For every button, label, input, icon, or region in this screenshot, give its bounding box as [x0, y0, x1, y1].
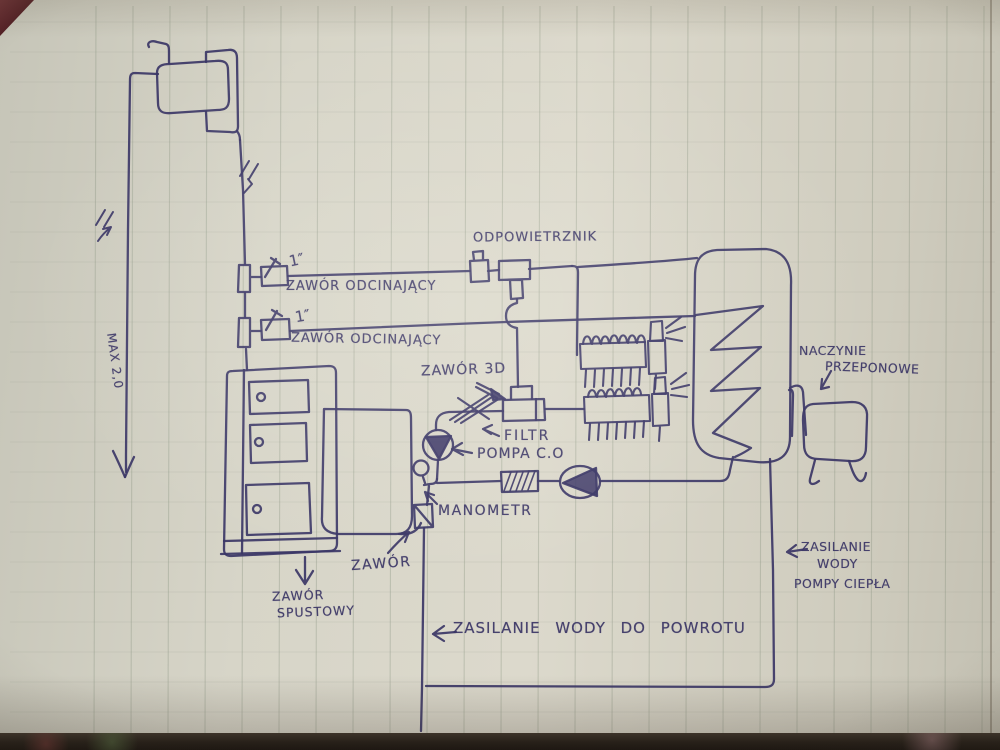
label-zawor-3d: ZAWÓR 3D — [420, 360, 507, 380]
inch-ditto-marks-left — [95, 209, 114, 242]
arrow-to-valve — [386, 530, 411, 555]
label-naczynie-line1: NACZYNIE — [799, 343, 867, 358]
shutoff-valve-lower — [259, 308, 292, 342]
label-zasilanie-pc-line3: POMPY CIEPŁA — [794, 576, 891, 591]
label-pompa-co: POMPA C.O — [477, 446, 565, 462]
vent-valve-symbol — [468, 249, 491, 284]
shutoff-valve-upper — [259, 256, 290, 288]
pressure-gauge-symbol — [412, 459, 439, 487]
return-line — [435, 455, 735, 500]
label-zasilanie-powrot: ZASILANIE WODY DO POWROTU — [453, 619, 746, 637]
air-vent-symbol — [497, 258, 532, 301]
tee-fitting-lower — [236, 316, 263, 349]
annotation-arrows — [386, 369, 833, 643]
label-zasilanie-pc-line1: ZASILANIE — [801, 539, 871, 554]
boiler-riser-pipe — [236, 138, 263, 372]
right-return-pipe — [424, 457, 776, 689]
manifold-lower — [582, 371, 691, 443]
arrow-heatpump-supply — [785, 543, 809, 559]
return-pump-symbol — [558, 464, 602, 500]
paper-grid — [10, 5, 995, 735]
vent-drop-pipe-with-hop — [504, 297, 520, 389]
pen-drawing — [95, 40, 869, 733]
arrow-to-filter — [481, 423, 501, 438]
buffer-tank — [691, 247, 793, 464]
supply-pipe-upper — [286, 256, 699, 357]
heat-pump-unit — [147, 40, 242, 142]
arrow-to-3d-valve-head — [489, 387, 507, 402]
arrow-to-vessel — [819, 369, 833, 391]
paper-edge — [990, 0, 992, 750]
tee-fitting-upper — [236, 263, 263, 294]
arrow-to-gauge — [423, 490, 439, 506]
manifold-upper — [578, 315, 687, 391]
pump-co-symbol — [421, 428, 455, 481]
expansion-vessel — [787, 384, 869, 486]
three-way-valve-symbol — [434, 384, 586, 432]
boiler — [219, 364, 342, 558]
label-zasilanie-pc-line2: WODY — [817, 556, 858, 571]
return-filter-symbol — [499, 469, 540, 494]
label-zawor-odcinajacy-upper: ZAWÓR ODCINAJĄCY — [286, 279, 437, 294]
valve-below-gauge — [412, 484, 435, 733]
label-odpowietrznik: ODPOWIETRZNIK — [472, 229, 598, 246]
air-vent-assembly — [468, 249, 532, 389]
label-filtr: FILTR — [504, 428, 551, 444]
label-zawor-spustowy-line2: SPUSTOWY — [276, 602, 356, 621]
drain-arrow — [294, 555, 315, 586]
arrow-to-pump — [450, 441, 474, 457]
tank-coil — [694, 304, 765, 459]
left-pipe-run — [111, 71, 160, 479]
label-inch-lower: 1″ — [293, 305, 312, 327]
filter-symbol — [448, 393, 499, 425]
label-zawor-spustowy-line1: ZAWÓR — [271, 587, 325, 604]
supply-pipe-lower — [288, 314, 697, 333]
label-zawor-odcinajacy-lower: ZAWÓR ODCINAJĄCY — [290, 330, 442, 349]
label-manometr: MANOMETR — [438, 503, 533, 519]
arrow-return-supply — [431, 624, 458, 643]
table-edge — [0, 733, 1000, 750]
